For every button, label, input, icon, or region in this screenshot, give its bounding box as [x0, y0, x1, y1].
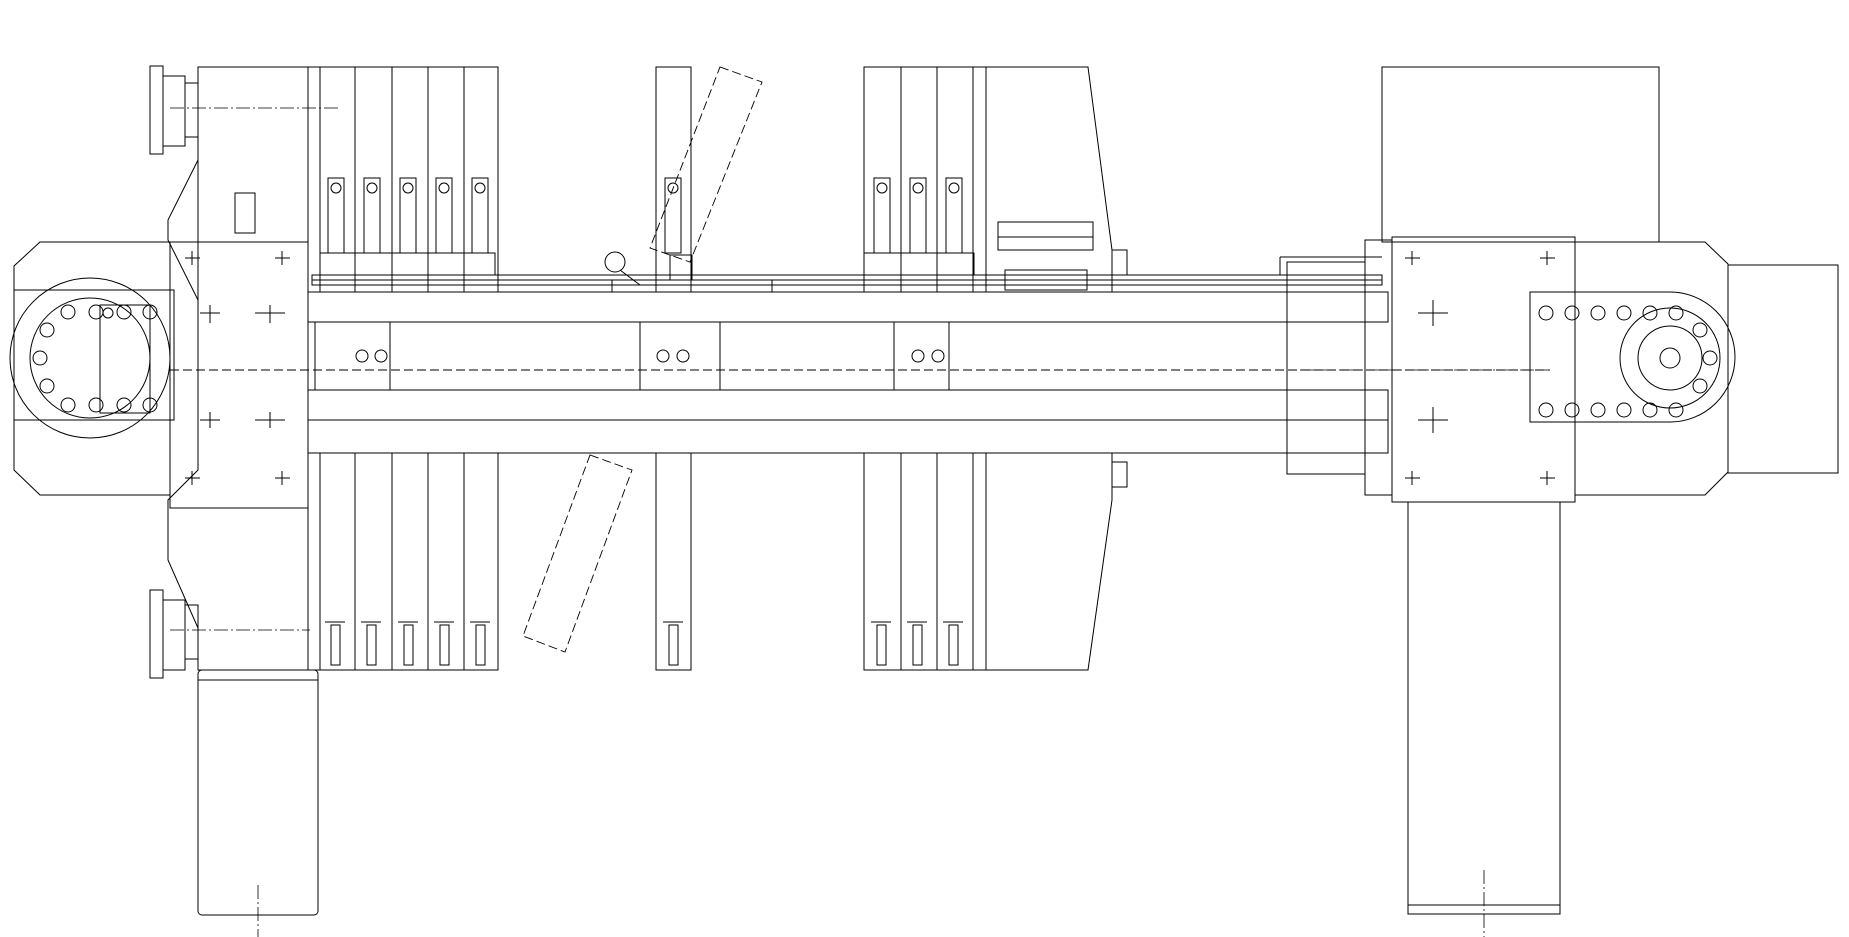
bolt-holes-right: [1538, 305, 1718, 418]
right-plate-pack: [863, 66, 1128, 671]
bolt-holes-left: [32, 304, 158, 413]
left-head-stock: [9, 65, 340, 937]
side-rails: [170, 256, 1550, 454]
latches-right-top: [863, 177, 975, 276]
latches-left-top: [319, 177, 496, 276]
middle-plate: [522, 66, 773, 671]
left-plate-pack: [307, 66, 499, 671]
valves-left-bottom: [325, 621, 490, 666]
valves-right-bottom: [871, 621, 963, 666]
right-tail-stock: [1286, 66, 1839, 937]
